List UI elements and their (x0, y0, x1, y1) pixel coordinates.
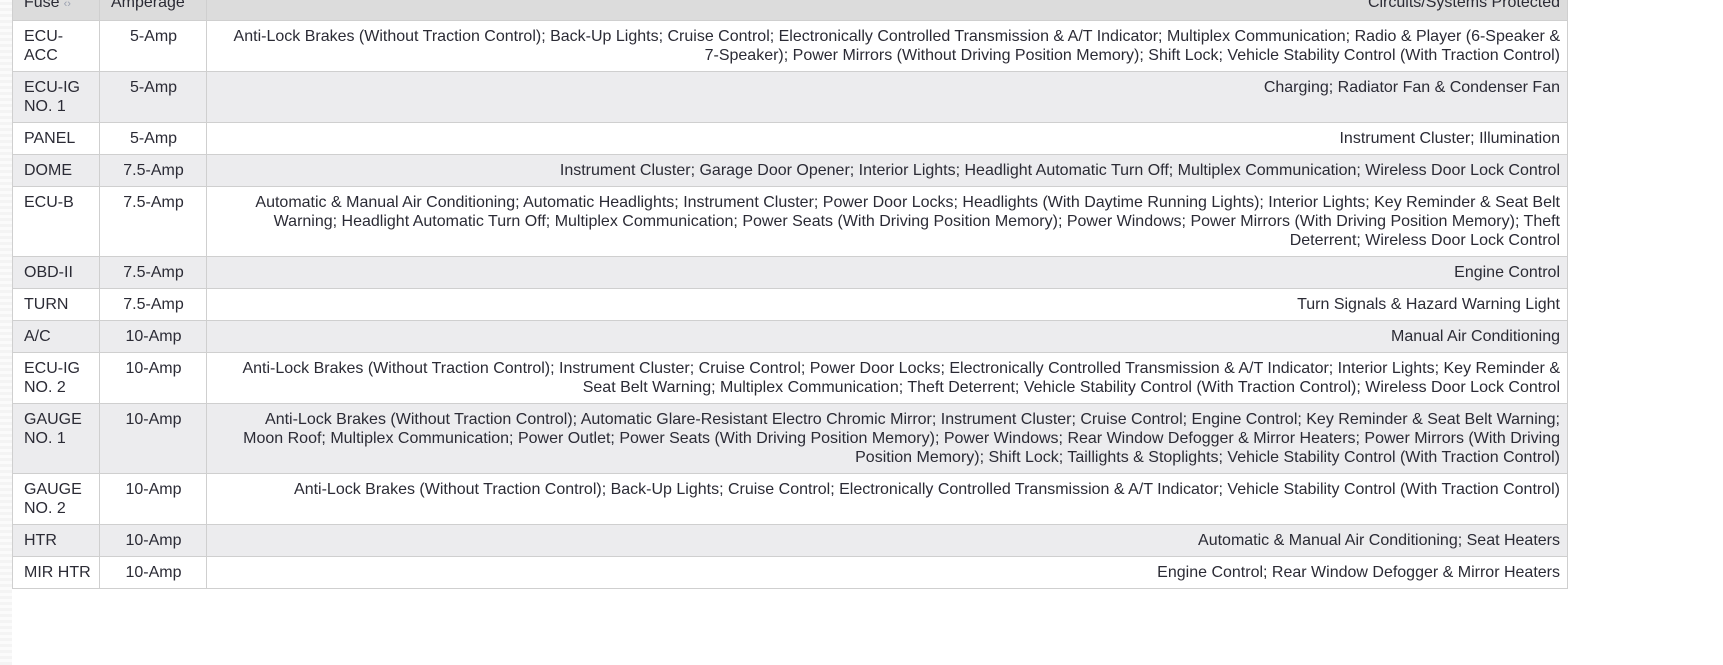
page-edge (0, 0, 12, 665)
fuse-cell: GAUGE NO. 2 (12, 473, 100, 525)
fuse-cell: A/C (12, 320, 100, 353)
fuse-cell: ECU-IG NO. 1 (12, 71, 100, 123)
circuits-cell: Anti-Lock Brakes (Without Traction Contr… (206, 352, 1568, 404)
circuits-cell: Engine Control (206, 256, 1568, 289)
amperage-cell: 10-Amp (99, 556, 207, 589)
fuse-cell: OBD-II (12, 256, 100, 289)
fuse-cell: GAUGE NO. 1 (12, 403, 100, 474)
circuits-cell: Instrument Cluster; Garage Door Opener; … (206, 154, 1568, 187)
header-amperage: Amperage (99, 0, 207, 21)
amperage-cell: 5-Amp (99, 122, 207, 155)
fuse-cell: HTR (12, 524, 100, 557)
amperage-cell: 10-Amp (99, 524, 207, 557)
circuits-cell: Engine Control; Rear Window Defogger & M… (206, 556, 1568, 589)
amperage-cell: 7.5-Amp (99, 256, 207, 289)
fuse-cell: DOME (12, 154, 100, 187)
amperage-cell: 10-Amp (99, 320, 207, 353)
fuse-cell: ECU-ACC (12, 20, 100, 72)
amperage-cell: 5-Amp (99, 20, 207, 72)
fuse-cell: ECU-B (12, 186, 100, 257)
circuits-cell: Turn Signals & Hazard Warning Light (206, 288, 1568, 321)
circuits-cell: Anti-Lock Brakes (Without Traction Contr… (206, 473, 1568, 525)
circuits-cell: Anti-Lock Brakes (Without Traction Contr… (206, 403, 1568, 474)
circuits-cell: Anti-Lock Brakes (Without Traction Contr… (206, 20, 1568, 72)
amperage-cell: 10-Amp (99, 473, 207, 525)
amperage-cell: 7.5-Amp (99, 288, 207, 321)
fuse-cell: PANEL (12, 122, 100, 155)
table-header-row: Fuse‹› Amperage Circuits/Systems Protect… (12, 0, 1568, 21)
amperage-cell: 7.5-Amp (99, 186, 207, 257)
amperage-cell: 7.5-Amp (99, 154, 207, 187)
circuits-cell: Charging; Radiator Fan & Condenser Fan (206, 71, 1568, 123)
circuits-cell: Automatic & Manual Air Conditioning; Aut… (206, 186, 1568, 257)
fuse-cell: ECU-IG NO. 2 (12, 352, 100, 404)
fuse-table: Fuse‹› Amperage Circuits/Systems Protect… (12, 0, 1568, 589)
fuse-cell: TURN (12, 288, 100, 321)
header-circuits: Circuits/Systems Protected (206, 0, 1568, 21)
amperage-cell: 10-Amp (99, 352, 207, 404)
sort-icon[interactable]: ‹› (63, 0, 71, 10)
circuits-cell: Instrument Cluster; Illumination (206, 122, 1568, 155)
circuits-cell: Automatic & Manual Air Conditioning; Sea… (206, 524, 1568, 557)
amperage-cell: 5-Amp (99, 71, 207, 123)
fuse-cell: MIR HTR (12, 556, 100, 589)
header-fuse-label: Fuse (24, 0, 60, 11)
header-fuse[interactable]: Fuse‹› (12, 0, 100, 21)
amperage-cell: 10-Amp (99, 403, 207, 474)
circuits-cell: Manual Air Conditioning (206, 320, 1568, 353)
